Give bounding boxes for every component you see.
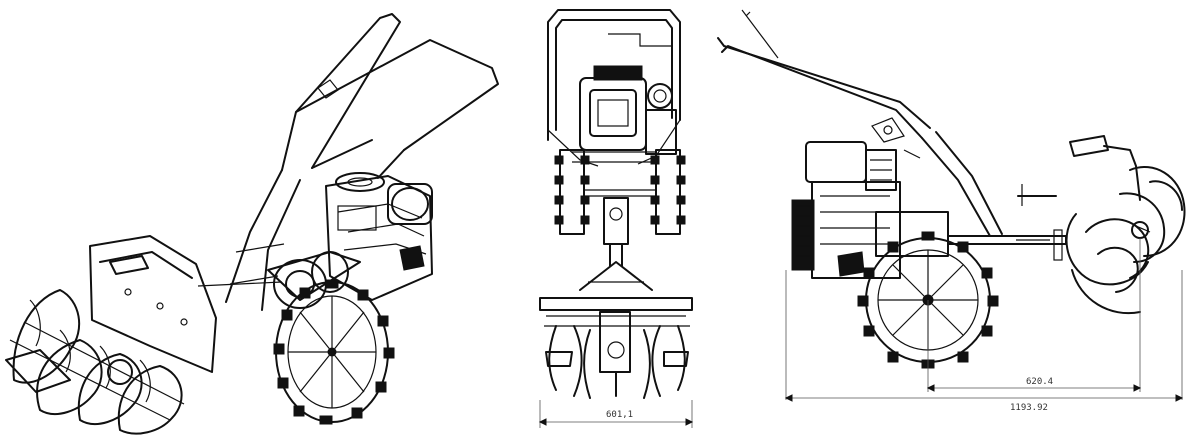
- iso-tiller-tines: [5, 289, 185, 435]
- iso-transmission: [197, 251, 361, 309]
- iso-frame: [225, 169, 301, 311]
- side-engine: [791, 141, 1067, 279]
- front-view: 601,1: [538, 9, 694, 428]
- iso-wheel: [273, 279, 395, 425]
- iso-tiller-guard: [89, 235, 217, 373]
- side-dimensions: 620.4 1193.92: [784, 238, 1184, 413]
- iso-handlebar: [281, 13, 499, 179]
- side-view: 620.4 1193.92: [717, 9, 1186, 413]
- side-overall-dimension-label: 1193.92: [1010, 403, 1048, 413]
- front-dimension-width: 601,1: [538, 400, 694, 428]
- side-tiller: [1065, 135, 1186, 315]
- front-wheels: [554, 149, 686, 235]
- front-handlebar: [547, 9, 681, 167]
- side-handlebar: [717, 9, 1003, 237]
- front-frame-column: [579, 197, 653, 291]
- iso-engine: [325, 172, 433, 301]
- front-engine: [572, 65, 677, 163]
- side-wheelbase-dimension-label: 620.4: [1026, 377, 1053, 387]
- isometric-view: [5, 13, 499, 435]
- front-width-dimension-label: 601,1: [606, 410, 633, 420]
- front-tiller: [539, 297, 693, 399]
